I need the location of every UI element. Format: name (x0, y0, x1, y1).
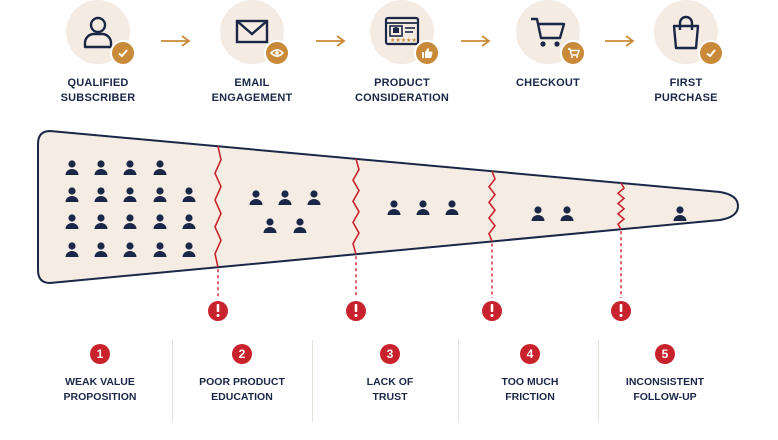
divider (312, 340, 313, 422)
person-icon (123, 187, 137, 202)
reason-number-badge: 4 (520, 344, 540, 364)
person-icon (673, 206, 687, 221)
divider (458, 340, 459, 422)
person-icon (182, 214, 196, 229)
shopping-bag-icon (672, 15, 700, 50)
arrow-right-icon (161, 35, 191, 47)
exclamation-icon (611, 301, 631, 321)
person-icon (123, 214, 137, 229)
funnel-shape (37, 129, 740, 285)
person-icon (94, 214, 108, 229)
person-icon (153, 187, 167, 202)
person-icon (153, 214, 167, 229)
drop-off-points (208, 146, 631, 321)
reason-text: WEAK VALUE PROPOSITION (63, 376, 137, 403)
arrow-right-icon (316, 35, 346, 47)
reason-number-badge: 1 (90, 344, 110, 364)
person-icon (153, 242, 167, 257)
person-icon (65, 242, 79, 257)
arrow-right-icon (461, 35, 491, 47)
person-icon (416, 200, 430, 215)
reason-number-badge: 2 (232, 344, 252, 364)
reason-5: 5 INCONSISTENT FOLLOW-UP (600, 344, 730, 405)
check-icon (110, 40, 136, 66)
reason-1: 1 WEAK VALUE PROPOSITION (35, 344, 165, 405)
reason-text: TOO MUCH FRICTION (501, 376, 559, 403)
people-groups (65, 160, 687, 257)
eye-icon (264, 40, 290, 66)
person-icon (263, 218, 277, 233)
reason-number-badge: 5 (655, 344, 675, 364)
person-icon (83, 16, 113, 49)
drop-crack-1 (214, 146, 222, 268)
shopping-cart-icon (531, 17, 566, 47)
stage-label: QUALIFIED SUBSCRIBER (60, 77, 136, 104)
stage-product-consideration: ★★★★★ PRODUCT CONSIDERATION (337, 0, 467, 106)
stage-label: CHECKOUT (516, 77, 580, 89)
person-icon (278, 190, 292, 205)
svg-text:★★★★★: ★★★★★ (390, 37, 417, 44)
reason-text: POOR PRODUCT EDUCATION (199, 376, 285, 403)
person-icon (249, 190, 263, 205)
product-page-icon: ★★★★★ (384, 16, 420, 46)
drop-crack-3 (487, 170, 497, 242)
person-icon (94, 242, 108, 257)
person-icon (182, 187, 196, 202)
divider (172, 340, 173, 422)
stage-email-engagement: EMAIL ENGAGEMENT (187, 0, 317, 106)
person-icon (307, 190, 321, 205)
drop-crack-2 (352, 158, 360, 255)
stage-circle (654, 0, 724, 66)
person-icon (65, 160, 79, 175)
arrow-right-icon (605, 35, 635, 47)
stage-qualified-subscriber: QUALIFIED SUBSCRIBER (33, 0, 163, 106)
stage-checkout: CHECKOUT (483, 0, 613, 91)
person-icon (560, 206, 574, 221)
funnel-diagram (37, 129, 740, 321)
person-icon (531, 206, 545, 221)
check-icon (698, 40, 724, 66)
reason-2: 2 POOR PRODUCT EDUCATION (177, 344, 307, 405)
stage-label: FIRST PURCHASE (654, 77, 718, 104)
stage-first-purchase: FIRST PURCHASE (621, 0, 751, 106)
person-icon (445, 200, 459, 215)
person-icon (65, 187, 79, 202)
thumbs-up-icon (414, 40, 440, 66)
stage-label: PRODUCT CONSIDERATION (354, 77, 450, 104)
reason-4: 4 TOO MUCH FRICTION (465, 344, 595, 405)
reason-text: INCONSISTENT FOLLOW-UP (625, 376, 705, 403)
person-icon (293, 218, 307, 233)
person-icon (123, 242, 137, 257)
reason-3: 3 LACK OF TRUST (325, 344, 455, 405)
stage-label: EMAIL ENGAGEMENT (211, 77, 293, 104)
reason-text: LACK OF TRUST (366, 376, 414, 403)
exclamation-icon (208, 301, 228, 321)
stage-circle (220, 0, 290, 66)
stage-circle: ★★★★★ (370, 0, 440, 66)
drop-crack-4 (616, 182, 626, 230)
person-icon (94, 160, 108, 175)
divider (598, 340, 599, 422)
envelope-icon (235, 19, 269, 44)
exclamation-icon (346, 301, 366, 321)
person-icon (123, 160, 137, 175)
reason-number-badge: 3 (380, 344, 400, 364)
cart-icon (560, 40, 586, 66)
person-icon (65, 214, 79, 229)
stage-circle (66, 0, 136, 66)
person-icon (387, 200, 401, 215)
stage-circle (516, 0, 586, 66)
exclamation-icon (482, 301, 502, 321)
person-icon (153, 160, 167, 175)
person-icon (94, 187, 108, 202)
person-icon (182, 242, 196, 257)
